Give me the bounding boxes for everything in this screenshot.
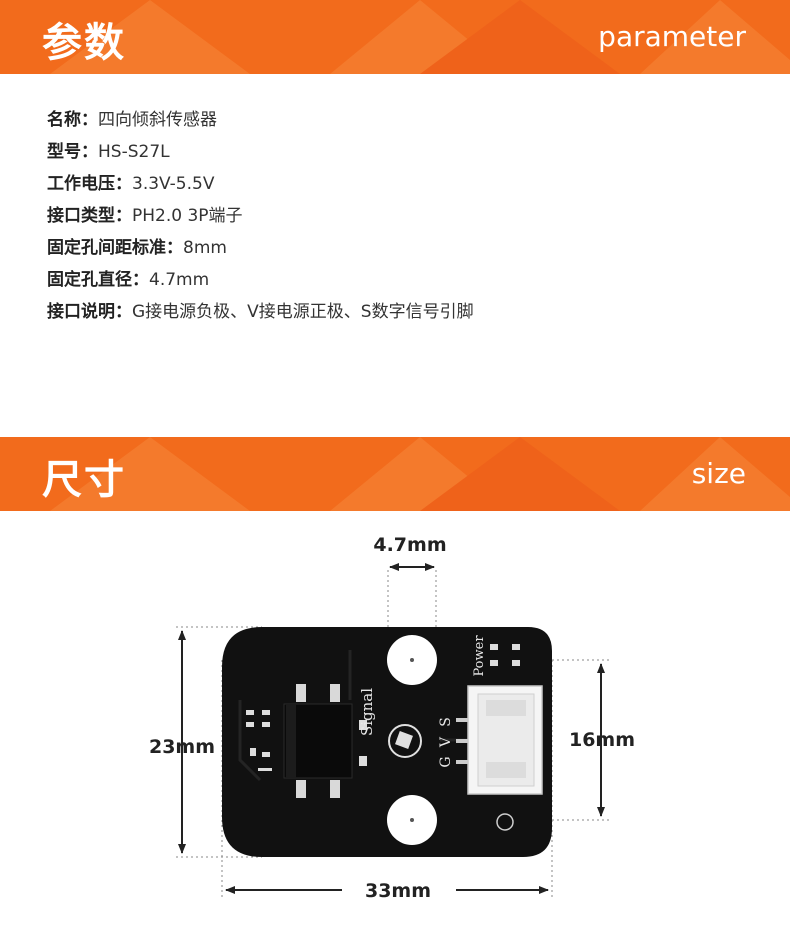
spec-value: 4.7mm <box>149 270 210 290</box>
spec-list: 名称：四向倾斜传感器 型号：HS-S27L 工作电压：3.3V-5.5V 接口类… <box>47 104 474 328</box>
header-pins <box>456 718 472 764</box>
dim-height: 23mm <box>149 736 215 758</box>
spec-label: 接口类型： <box>47 206 132 226</box>
parameter-title: 参数 <box>42 20 126 66</box>
size-banner: 尺寸 size <box>0 437 790 511</box>
parameter-banner: 参数 parameter <box>0 0 790 74</box>
silk-pin-s: S <box>438 717 454 727</box>
pcb-board: Signal Power G V S <box>222 627 552 857</box>
size-subtitle: size <box>691 457 746 490</box>
spec-row-hole-spacing: 固定孔间距标准：8mm <box>47 232 474 264</box>
spec-row-hole-diameter: 固定孔直径：4.7mm <box>47 264 474 296</box>
silk-pin-v: V <box>438 736 454 748</box>
dimension-arrows <box>178 563 605 894</box>
smd-components <box>246 644 520 771</box>
ph2-connector <box>467 685 543 795</box>
spec-value: HS-S27L <box>98 142 170 162</box>
spec-label: 固定孔直径： <box>47 270 149 290</box>
spec-label: 接口说明： <box>47 302 132 322</box>
spec-row-voltage: 工作电压：3.3V-5.5V <box>47 168 474 200</box>
spec-row-interface-type: 接口类型：PH2.0 3P端子 <box>47 200 474 232</box>
spec-value: 四向倾斜传感器 <box>98 110 217 130</box>
parameter-subtitle: parameter <box>598 20 746 53</box>
spec-label: 名称： <box>47 110 98 130</box>
silk-signal: Signal <box>358 688 376 736</box>
banner-pattern <box>50 0 790 74</box>
dim-width: 33mm <box>365 880 431 902</box>
board-logo-icon <box>388 724 422 758</box>
dimension-diagram: Signal Power G V S 4.7mm 23mm 16mm 33mm <box>149 534 635 902</box>
dim-hole-spacing: 16mm <box>569 729 635 751</box>
spec-value: G接电源负极、V接电源正极、S数字信号引脚 <box>132 302 474 322</box>
spec-row-name: 名称：四向倾斜传感器 <box>47 104 474 136</box>
size-title: 尺寸 <box>42 457 126 503</box>
spec-value: 8mm <box>183 238 227 258</box>
spec-row-pinout: 接口说明：G接电源负极、V接电源正极、S数字信号引脚 <box>47 296 474 328</box>
dim-hole-diameter: 4.7mm <box>373 534 446 556</box>
spec-label: 工作电压： <box>47 174 132 194</box>
spec-value: PH2.0 3P端子 <box>132 206 243 226</box>
spec-label: 固定孔间距标准： <box>47 238 183 258</box>
silk-pin-g: G <box>438 756 454 767</box>
silk-power: Power <box>472 635 487 677</box>
spec-label: 型号： <box>47 142 98 162</box>
tilt-sensor-chip <box>283 684 353 798</box>
banner-pattern <box>50 437 790 511</box>
spec-row-model: 型号：HS-S27L <box>47 136 474 168</box>
spec-value: 3.3V-5.5V <box>132 174 215 194</box>
